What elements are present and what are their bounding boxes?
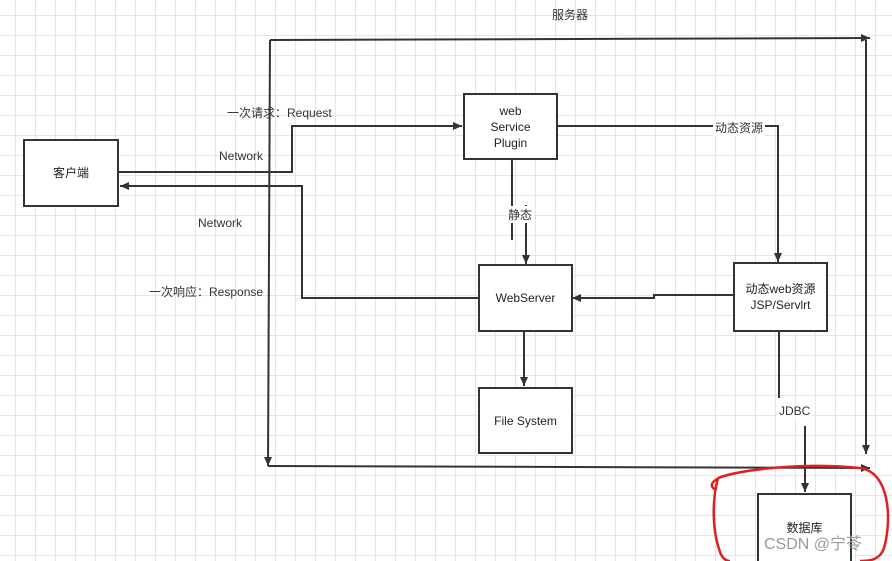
- node-filesystem[interactable]: File System: [478, 387, 573, 454]
- label-response: 一次响应：Response: [149, 285, 264, 299]
- label-dynamic-resource: 动态资源: [713, 119, 766, 136]
- node-dynamic[interactable]: 动态web资源 JSP/Servlrt: [733, 262, 828, 332]
- label-jdbc: JDBC: [777, 404, 813, 418]
- node-plugin[interactable]: web Service Plugin: [463, 93, 558, 160]
- node-client[interactable]: 客户端: [23, 139, 119, 207]
- watermark: CSDN @宁苓: [764, 536, 863, 553]
- label-network-top: Network: [219, 149, 264, 163]
- label-request: 一次请求：Request: [227, 106, 332, 120]
- edge-response: [120, 182, 478, 299]
- server-title: 服务器: [552, 8, 589, 22]
- node-database[interactable]: 数据库: [757, 493, 852, 561]
- edge-request: [118, 122, 462, 173]
- edge-jdbc: [778, 331, 805, 492]
- edge-dynamic-resource: [557, 125, 782, 262]
- label-static: 静态: [506, 206, 535, 223]
- edge-dynamic-to-webserver: [572, 294, 733, 302]
- annotation-circle: [710, 464, 890, 561]
- label-network-bottom: Network: [198, 216, 243, 230]
- server-frame-top: [269, 34, 871, 43]
- server-frame-left: [264, 39, 273, 467]
- node-webserver[interactable]: WebServer: [478, 264, 573, 332]
